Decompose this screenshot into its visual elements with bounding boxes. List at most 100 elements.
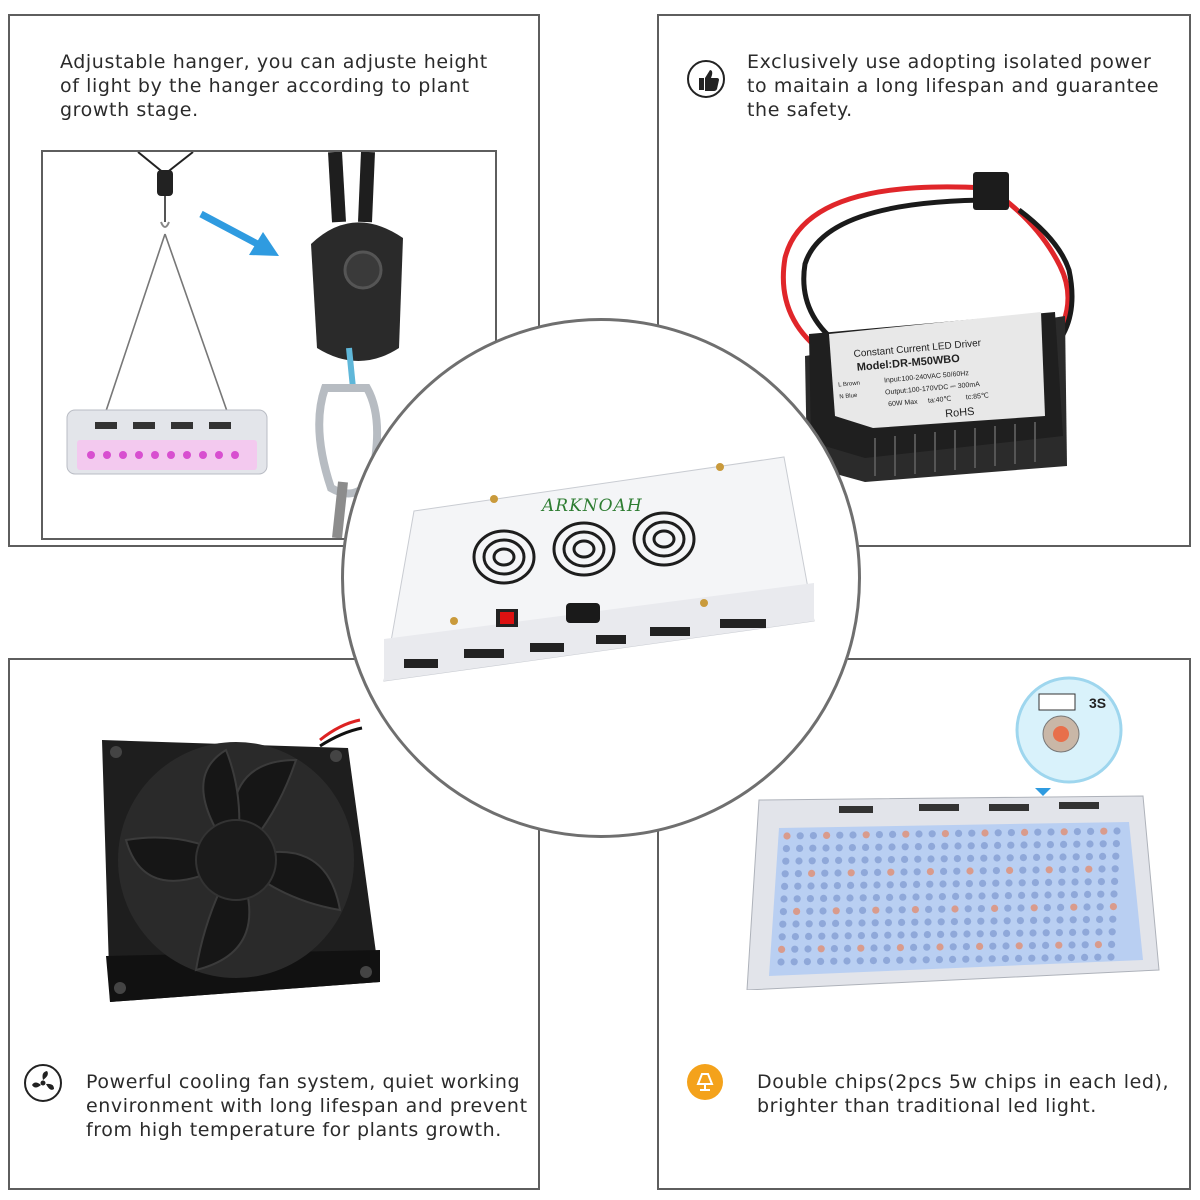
led-dot (1070, 903, 1078, 911)
led-dot (817, 945, 825, 953)
led-dot (1055, 941, 1063, 949)
led-dot (967, 854, 975, 862)
led-dot (989, 942, 997, 950)
led-dot (857, 932, 865, 940)
led-dot (1084, 878, 1092, 886)
led-dot (922, 956, 930, 964)
led-dot (1071, 878, 1079, 886)
led-dot (1085, 853, 1093, 861)
led-dot (1057, 903, 1065, 911)
led-dot (831, 932, 839, 940)
lamp-icon (687, 1064, 723, 1100)
led-dot (965, 892, 973, 900)
led-dot (1030, 904, 1038, 912)
led-dot (1109, 903, 1117, 911)
led-dot (1086, 840, 1094, 848)
led-dot (820, 882, 828, 890)
led-dot (778, 933, 786, 941)
led-dot (925, 893, 933, 901)
led-dot (833, 882, 841, 890)
led-dot (1100, 827, 1108, 835)
led-dot (949, 955, 957, 963)
led-dot (975, 955, 983, 963)
led-dot (1108, 940, 1116, 948)
rohs-label: RoHS (945, 406, 975, 421)
led-dot (848, 856, 856, 864)
led-dot (791, 933, 799, 941)
led-dot (1087, 827, 1095, 835)
led-dot (1028, 954, 1036, 962)
brand-logo-text: ARKNOAH (540, 496, 643, 516)
led-dot (809, 844, 817, 852)
led-dot (977, 905, 985, 913)
thumbs-up-icon (687, 60, 725, 98)
led-dot (1096, 903, 1104, 911)
zoom-arrow (199, 210, 279, 256)
led-dot (965, 880, 973, 888)
led-dot (1107, 953, 1115, 961)
led-dot (804, 945, 812, 953)
led-dot (856, 957, 864, 965)
chips-panel: 3S Double chips(2pcs 5w chips in each le… (657, 658, 1191, 1190)
led-dot (809, 832, 817, 840)
led-dot (859, 894, 867, 902)
led-dot (830, 957, 838, 965)
led-dot (1047, 828, 1055, 836)
led-dot (871, 931, 879, 939)
led-dot (1081, 953, 1089, 961)
hanger-caption: Adjustable hanger, you can adjuste heigh… (60, 51, 488, 121)
led-dot (980, 854, 988, 862)
led-dot (807, 882, 815, 890)
led-dot (778, 945, 786, 953)
led-dot (927, 855, 935, 863)
led-dot (954, 842, 962, 850)
led-dot (791, 945, 799, 953)
led-dot (926, 880, 934, 888)
led-dot (938, 905, 946, 913)
led-dot (1007, 841, 1015, 849)
led-dot (843, 957, 851, 965)
led-dot (821, 857, 829, 865)
led-dot (910, 943, 918, 951)
led-dot (1069, 916, 1077, 924)
led-dot (845, 907, 853, 915)
led-dot (1017, 904, 1025, 912)
led-dot (872, 894, 880, 902)
led-dot (858, 919, 866, 927)
led-dot (913, 880, 921, 888)
led-dot (951, 905, 959, 913)
led-dot (1006, 866, 1014, 874)
led-dot (1032, 866, 1040, 874)
led-dot (1016, 929, 1024, 937)
led-dot (1042, 941, 1050, 949)
led-dot (844, 944, 852, 952)
led-dot (872, 906, 880, 914)
led-dot (777, 958, 785, 966)
led-dot (794, 870, 802, 878)
led-dot (950, 930, 958, 938)
led-dot (887, 868, 895, 876)
led-dot (832, 919, 840, 927)
led-dot (793, 907, 801, 915)
led-dot (910, 931, 918, 939)
led-dot (980, 842, 988, 850)
led-dot (884, 931, 892, 939)
chips-caption: Double chips(2pcs 5w chips in each led),… (757, 1071, 1170, 1117)
led-dot (1019, 854, 1027, 862)
led-dot (820, 894, 828, 902)
led-dot (1044, 891, 1052, 899)
led-dot (1001, 955, 1009, 963)
led-dot (979, 867, 987, 875)
led-dot (833, 894, 841, 902)
led-dot (846, 894, 854, 902)
led-dot (793, 895, 801, 903)
led-dot (1028, 942, 1036, 950)
led-grid (777, 827, 1121, 966)
led-dot (928, 830, 936, 838)
led-dot (1060, 840, 1068, 848)
led-dot (992, 879, 1000, 887)
led-dot (962, 943, 970, 951)
led-dot (994, 841, 1002, 849)
led-dot (781, 870, 789, 878)
led-dot (1015, 942, 1023, 950)
